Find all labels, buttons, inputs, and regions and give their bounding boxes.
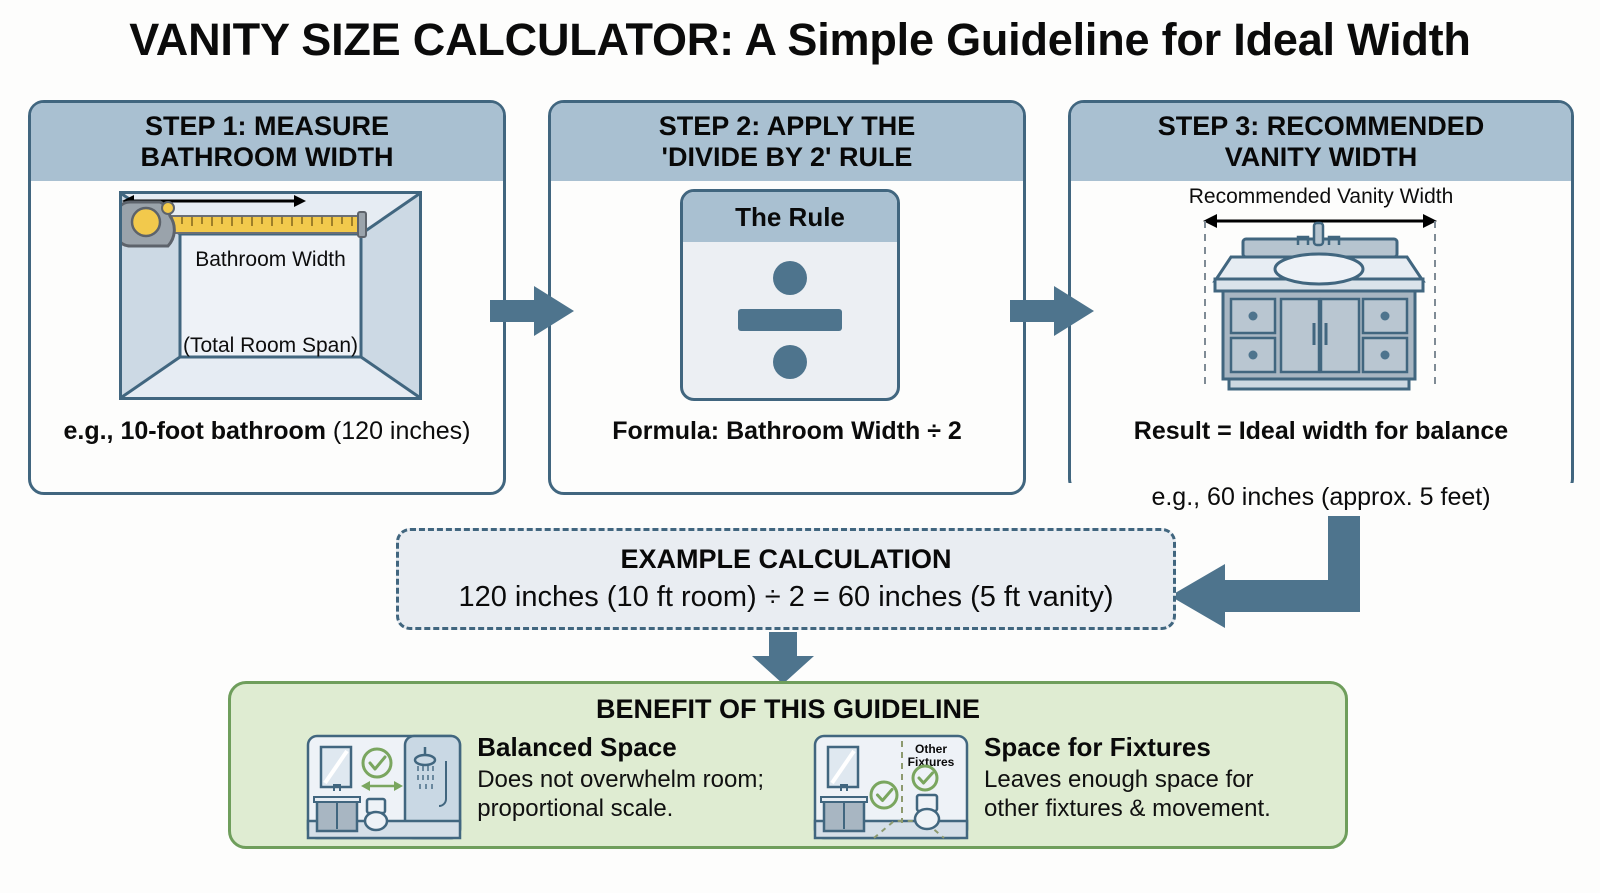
division-symbol-icon <box>683 242 897 398</box>
arrow-example-to-benefit <box>752 632 814 684</box>
benefit-2-text: Space for Fixtures Leaves enough space f… <box>984 732 1271 823</box>
step-3-body: Recommended Vanity Width <box>1071 181 1571 492</box>
vanity-dimension-arrow <box>1203 214 1437 228</box>
benefit-item-space-for-fixtures: Other Fixtures Space for Fixtures Leaves… <box>812 732 1271 841</box>
step-1-header-line2: BATHROOM WIDTH <box>140 142 394 172</box>
benefit-1-title: Balanced Space <box>477 732 677 762</box>
example-calculation-box: EXAMPLE CALCULATION 120 inches (10 ft ro… <box>396 528 1176 630</box>
step-card-1: STEP 1: MEASURE BATHROOM WIDTH <box>28 100 506 495</box>
division-dot-top <box>773 261 807 295</box>
room-width-label: Bathroom Width <box>195 248 346 271</box>
benefit-1-desc-line1: Does not overwhelm room; <box>477 765 764 793</box>
step-1-caption-regular: (120 inches) <box>325 417 471 445</box>
benefit-item-balanced-space: Balanced Space Does not overwhelm room; … <box>305 732 764 841</box>
balanced-double-arrow <box>361 781 404 791</box>
step-2-header-line1: STEP 2: APPLY THE <box>658 110 916 141</box>
benefit-2-desc-line2: other fixtures & movement. <box>984 795 1271 823</box>
step-2-body: The Rule Formula: Bathroom Width ÷ 2 <box>551 181 1023 492</box>
benefit-1-desc-line2: proportional scale. <box>477 795 674 823</box>
step-card-2: STEP 2: APPLY THE 'DIVIDE BY 2' RULE The… <box>548 100 1026 495</box>
division-dot-bottom <box>773 345 807 379</box>
example-equation: 120 inches (10 ft room) ÷ 2 = 60 inches … <box>458 581 1114 613</box>
division-bar <box>738 309 842 331</box>
step-3-header-line1: STEP 3: RECOMMENDED <box>1157 110 1485 141</box>
other-fixtures-label-line1: Other <box>915 742 947 756</box>
benefit-2-desc-line1: Leaves enough space for <box>984 765 1254 793</box>
step-3-header: STEP 3: RECOMMENDED VANITY WIDTH <box>1071 103 1571 181</box>
benefit-1-text: Balanced Space Does not overwhelm room; … <box>477 732 764 823</box>
step-3-caption-primary: Result = Ideal width for balance <box>1071 417 1571 446</box>
benefit-title: BENEFIT OF THIS GUIDELINE <box>595 694 980 724</box>
step-1-header-line1: STEP 1: MEASURE <box>144 110 390 141</box>
space-for-fixtures-scene-icon: Other Fixtures <box>813 734 969 840</box>
step-2-caption-bold: Formula: Bathroom Width ÷ 2 <box>612 417 962 445</box>
balanced-space-scene-icon <box>306 734 462 840</box>
benefit-2-title: Space for Fixtures <box>984 732 1211 762</box>
the-rule-card: The Rule <box>680 189 900 401</box>
the-rule-title: The Rule <box>683 192 897 242</box>
arrow-step1-to-step2 <box>490 286 574 336</box>
step-2-caption: Formula: Bathroom Width ÷ 2 <box>551 417 1023 446</box>
tape-measure-icon <box>122 200 367 248</box>
example-title: EXAMPLE CALCULATION <box>620 544 952 574</box>
other-fixtures-label-line2: Fixtures <box>908 755 955 769</box>
step-1-body: Bathroom Width <box>31 181 503 492</box>
benefit-items-row: Balanced Space Does not overwhelm room; … <box>231 732 1345 841</box>
step-2-header: STEP 2: APPLY THE 'DIVIDE BY 2' RULE <box>551 103 1023 181</box>
step-3-header-line2: VANITY WIDTH <box>1224 142 1418 172</box>
step-3-caption-bold: Result = Ideal width for balance <box>1133 417 1509 445</box>
step-3-caption-secondary: e.g., 60 inches (approx. 5 feet) <box>1068 483 1574 512</box>
bathroom-room-diagram: Bathroom Width <box>119 191 422 400</box>
vanity-width-label: Recommended Vanity Width <box>1188 185 1454 208</box>
step-1-caption-bold: e.g., 10-foot bathroom <box>63 417 326 445</box>
arrow-step3-to-example <box>1170 516 1360 628</box>
benefit-box: BENEFIT OF THIS GUIDELINE <box>228 681 1348 849</box>
room-span-label: (Total Room Span) <box>182 334 359 357</box>
step-1-header: STEP 1: MEASURE BATHROOM WIDTH <box>31 103 503 181</box>
step-card-3: STEP 3: RECOMMENDED VANITY WIDTH Recomme… <box>1068 100 1574 495</box>
page-title: VANITY SIZE CALCULATOR: A Simple Guideli… <box>129 14 1471 65</box>
arrow-step2-to-step3 <box>1010 286 1094 336</box>
step-2-header-line2: 'DIVIDE BY 2' RULE <box>661 142 913 172</box>
step-1-caption: e.g., 10-foot bathroom (120 inches) <box>31 417 503 446</box>
vanity-illustration <box>1203 214 1437 391</box>
vanity-diagram-wrapper: Recommended Vanity Width <box>1071 185 1571 401</box>
